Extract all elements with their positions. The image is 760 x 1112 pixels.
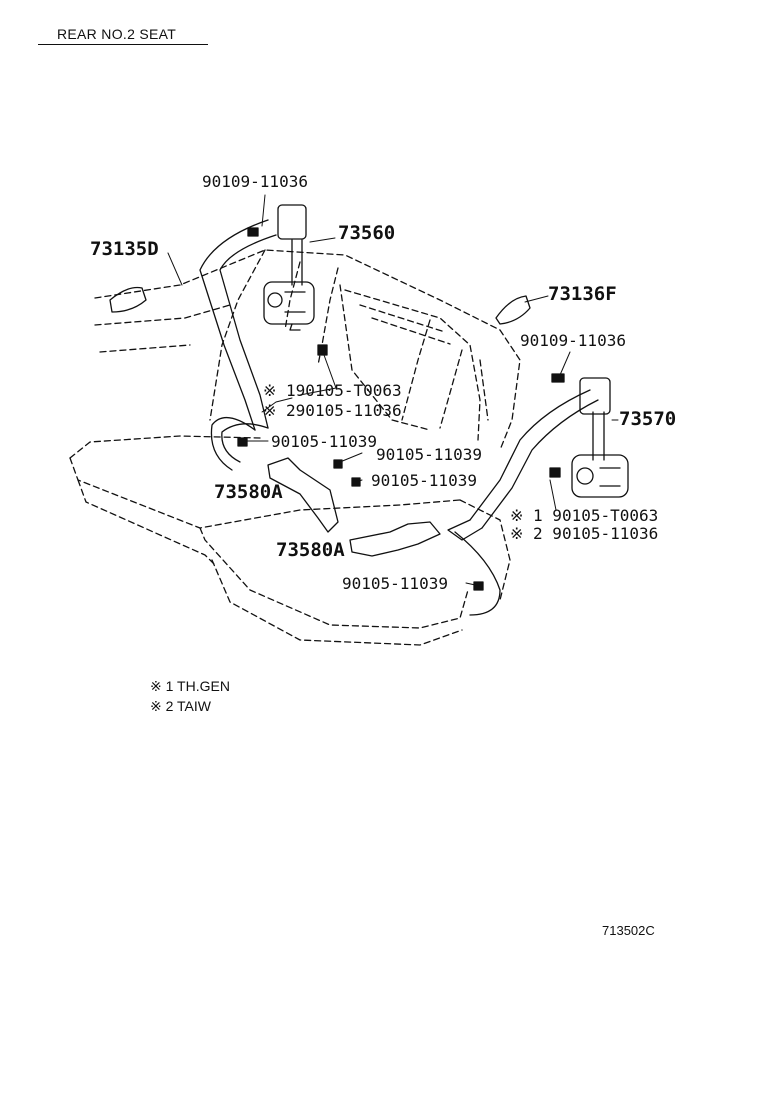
label-buckle-upper: 73580A — [214, 481, 283, 503]
label-bolt-upper-left: 90109-11036 — [202, 172, 308, 191]
label-note-left-2: ※ 290105-11036 — [263, 401, 402, 420]
seat-cushion — [69, 435, 511, 646]
seat-back — [94, 249, 521, 451]
label-buckle-lower: 73580A — [276, 539, 345, 561]
leader-lines — [167, 194, 619, 587]
label-cover-left: 73135D — [90, 238, 159, 260]
cover-73135d — [109, 286, 147, 313]
left-belt-webbing — [199, 219, 277, 471]
label-note-right-2: ※ 2 90105-11036 — [510, 524, 659, 543]
label-retractor-left: 73560 — [338, 222, 396, 244]
right-belt-webbing — [447, 389, 599, 616]
label-bolt-buckle-b: 90105-11039 — [371, 471, 477, 490]
label-retractor-right: 73570 — [619, 408, 677, 430]
left-retractor — [263, 204, 315, 331]
figure-id: 713502C — [602, 923, 655, 938]
legend-item-2: ※ 2 TAIW — [150, 698, 211, 714]
label-note-right-1: ※ 1 90105-T0063 — [510, 506, 659, 525]
label-bolt-anchor-right: 90105-11039 — [342, 574, 448, 593]
right-retractor — [571, 377, 629, 498]
cover-73136f — [495, 295, 531, 325]
label-note-left-1: ※ 190105-T0063 — [263, 381, 402, 400]
label-bolt-anchor-left: 90105-11039 — [271, 432, 377, 451]
label-cover-right: 73136F — [548, 283, 617, 305]
buckle-73580a-lower — [349, 521, 441, 557]
label-bolt-buckle-a: 90105-11039 — [376, 445, 482, 464]
title-underline — [38, 44, 208, 45]
legend-item-1: ※ 1 TH.GEN — [150, 678, 230, 694]
section-title: REAR NO.2 SEAT — [57, 26, 177, 42]
label-bolt-upper-right: 90109-11036 — [520, 331, 626, 350]
buckle-73580a-upper — [267, 457, 339, 533]
